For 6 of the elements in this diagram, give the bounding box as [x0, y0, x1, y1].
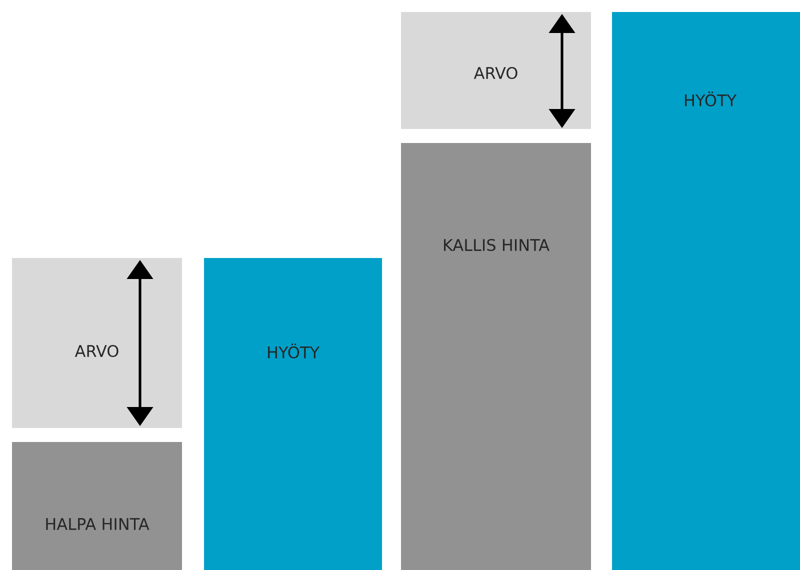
value-box: ARVO — [401, 12, 591, 129]
benefit-bar: HYÖTY — [204, 258, 382, 570]
value-box: ARVO — [12, 258, 182, 428]
price-bar: KALLIS HINTA — [401, 143, 591, 570]
benefit-bar: HYÖTY — [612, 12, 800, 570]
price-bar: HALPA HINTA — [12, 442, 182, 570]
